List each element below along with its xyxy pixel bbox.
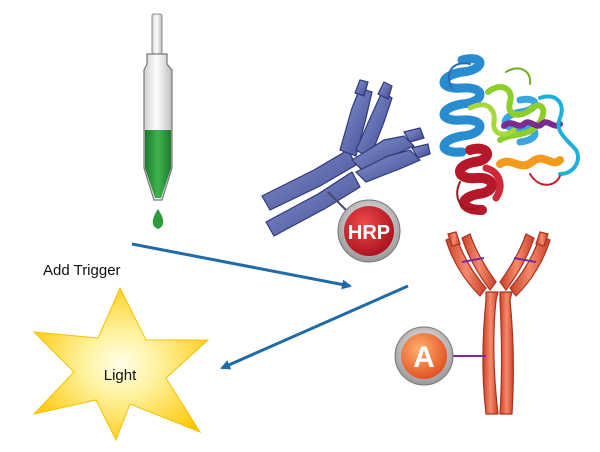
hrp-badge: HRP: [337, 199, 401, 263]
dropper-icon: [143, 13, 173, 229]
arrow-to-light: [220, 284, 409, 370]
a-badge: A: [394, 326, 454, 386]
hrp-label: HRP: [348, 222, 390, 244]
light-label: Light: [104, 367, 137, 384]
protein-ribbon-structure: [439, 54, 580, 215]
a-label: A: [413, 341, 435, 374]
liquid-drop: [152, 209, 164, 229]
primary-antibody-icon: [438, 231, 551, 415]
arrow-to-hrp: [131, 242, 352, 290]
add-trigger-label: Add Trigger: [43, 262, 121, 279]
light-star-burst: Light: [32, 286, 210, 442]
